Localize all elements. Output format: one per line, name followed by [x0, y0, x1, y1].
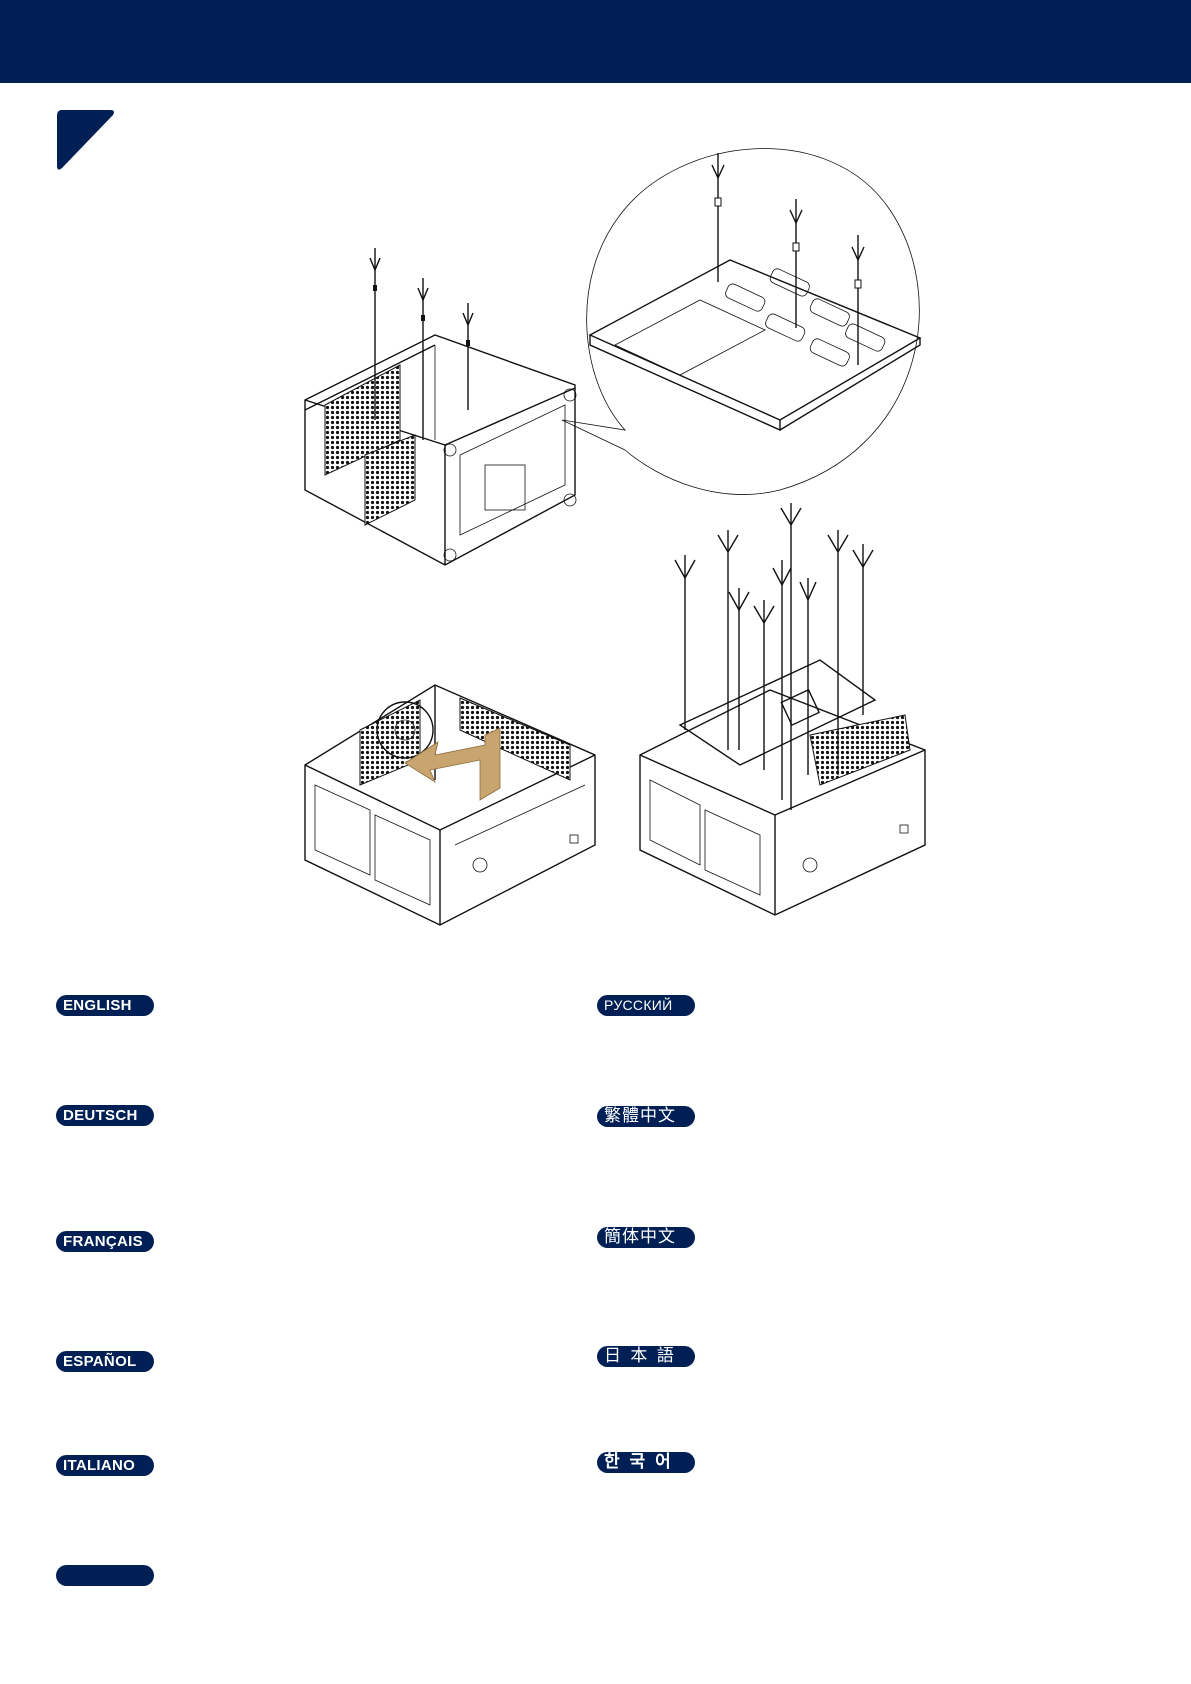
lang-pill-espanol: ESPAÑOL — [56, 1351, 154, 1372]
lang-pill-simplified-chinese: 簡体中文 — [597, 1227, 695, 1248]
tray-callout-figure — [561, 148, 922, 495]
lang-pill-blank — [56, 1565, 154, 1586]
lang-pill-japanese: 日 本 語 — [597, 1346, 695, 1367]
motherboard-install-figure — [639, 503, 926, 916]
case-removal-figure — [304, 684, 596, 926]
lang-pill-korean: 한 국 어 — [597, 1452, 695, 1473]
case-standoff-figure — [304, 248, 577, 566]
lang-pill-italiano: ITALIANO — [56, 1455, 154, 1476]
lang-pill-traditional-chinese: 繁體中文 — [597, 1106, 695, 1127]
step-marker-icon — [57, 110, 114, 170]
header-band — [0, 0, 1191, 83]
lang-pill-deutsch: DEUTSCH — [56, 1105, 154, 1126]
lang-pill-english: ENGLISH — [56, 995, 154, 1016]
lang-pill-russian: РУССКИЙ — [597, 995, 695, 1016]
lang-pill-francais: FRANÇAIS — [56, 1231, 154, 1252]
